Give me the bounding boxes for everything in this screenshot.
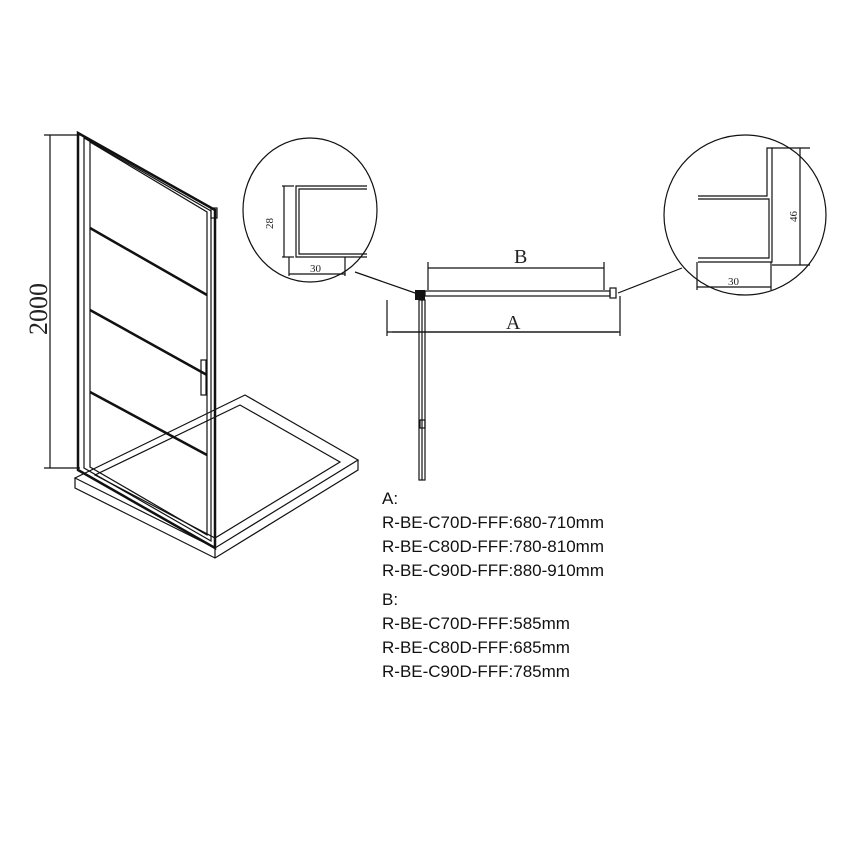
detail-right: 46 30	[617, 134, 827, 296]
detail-right-height-label: 46	[788, 211, 800, 223]
detail-right-width-label: 30	[728, 276, 740, 288]
spec-a-item: R-BE-C90D-FFF:880-910mm	[382, 561, 604, 580]
detail-left-height-label: 28	[264, 218, 276, 230]
spec-a-item: R-BE-C80D-FFF:780-810mm	[382, 537, 604, 556]
glass-panel	[76, 130, 218, 551]
spec-b-item: R-BE-C80D-FFF:685mm	[382, 638, 570, 657]
height-dimension: 2000	[24, 134, 80, 469]
dimension-specs: A: R-BE-C70D-FFF:680-710mm R-BE-C80D-FFF…	[382, 487, 604, 684]
shower-tray	[73, 394, 360, 559]
spec-b-item: R-BE-C90D-FFF:785mm	[382, 662, 570, 681]
spec-b-heading: B:	[382, 590, 399, 609]
detail-left-width-label: 30	[310, 263, 322, 275]
spec-a-item: R-BE-C70D-FFF:680-710mm	[382, 513, 604, 532]
plan-view: B A	[386, 246, 621, 481]
spec-a-heading: A:	[382, 489, 399, 508]
height-label: 2000	[24, 283, 53, 335]
dim-b-label: B	[514, 246, 527, 268]
spec-b-item: R-BE-C70D-FFF:585mm	[382, 614, 570, 633]
detail-left: 28 30	[242, 137, 419, 295]
dim-a-label: A	[506, 312, 521, 334]
